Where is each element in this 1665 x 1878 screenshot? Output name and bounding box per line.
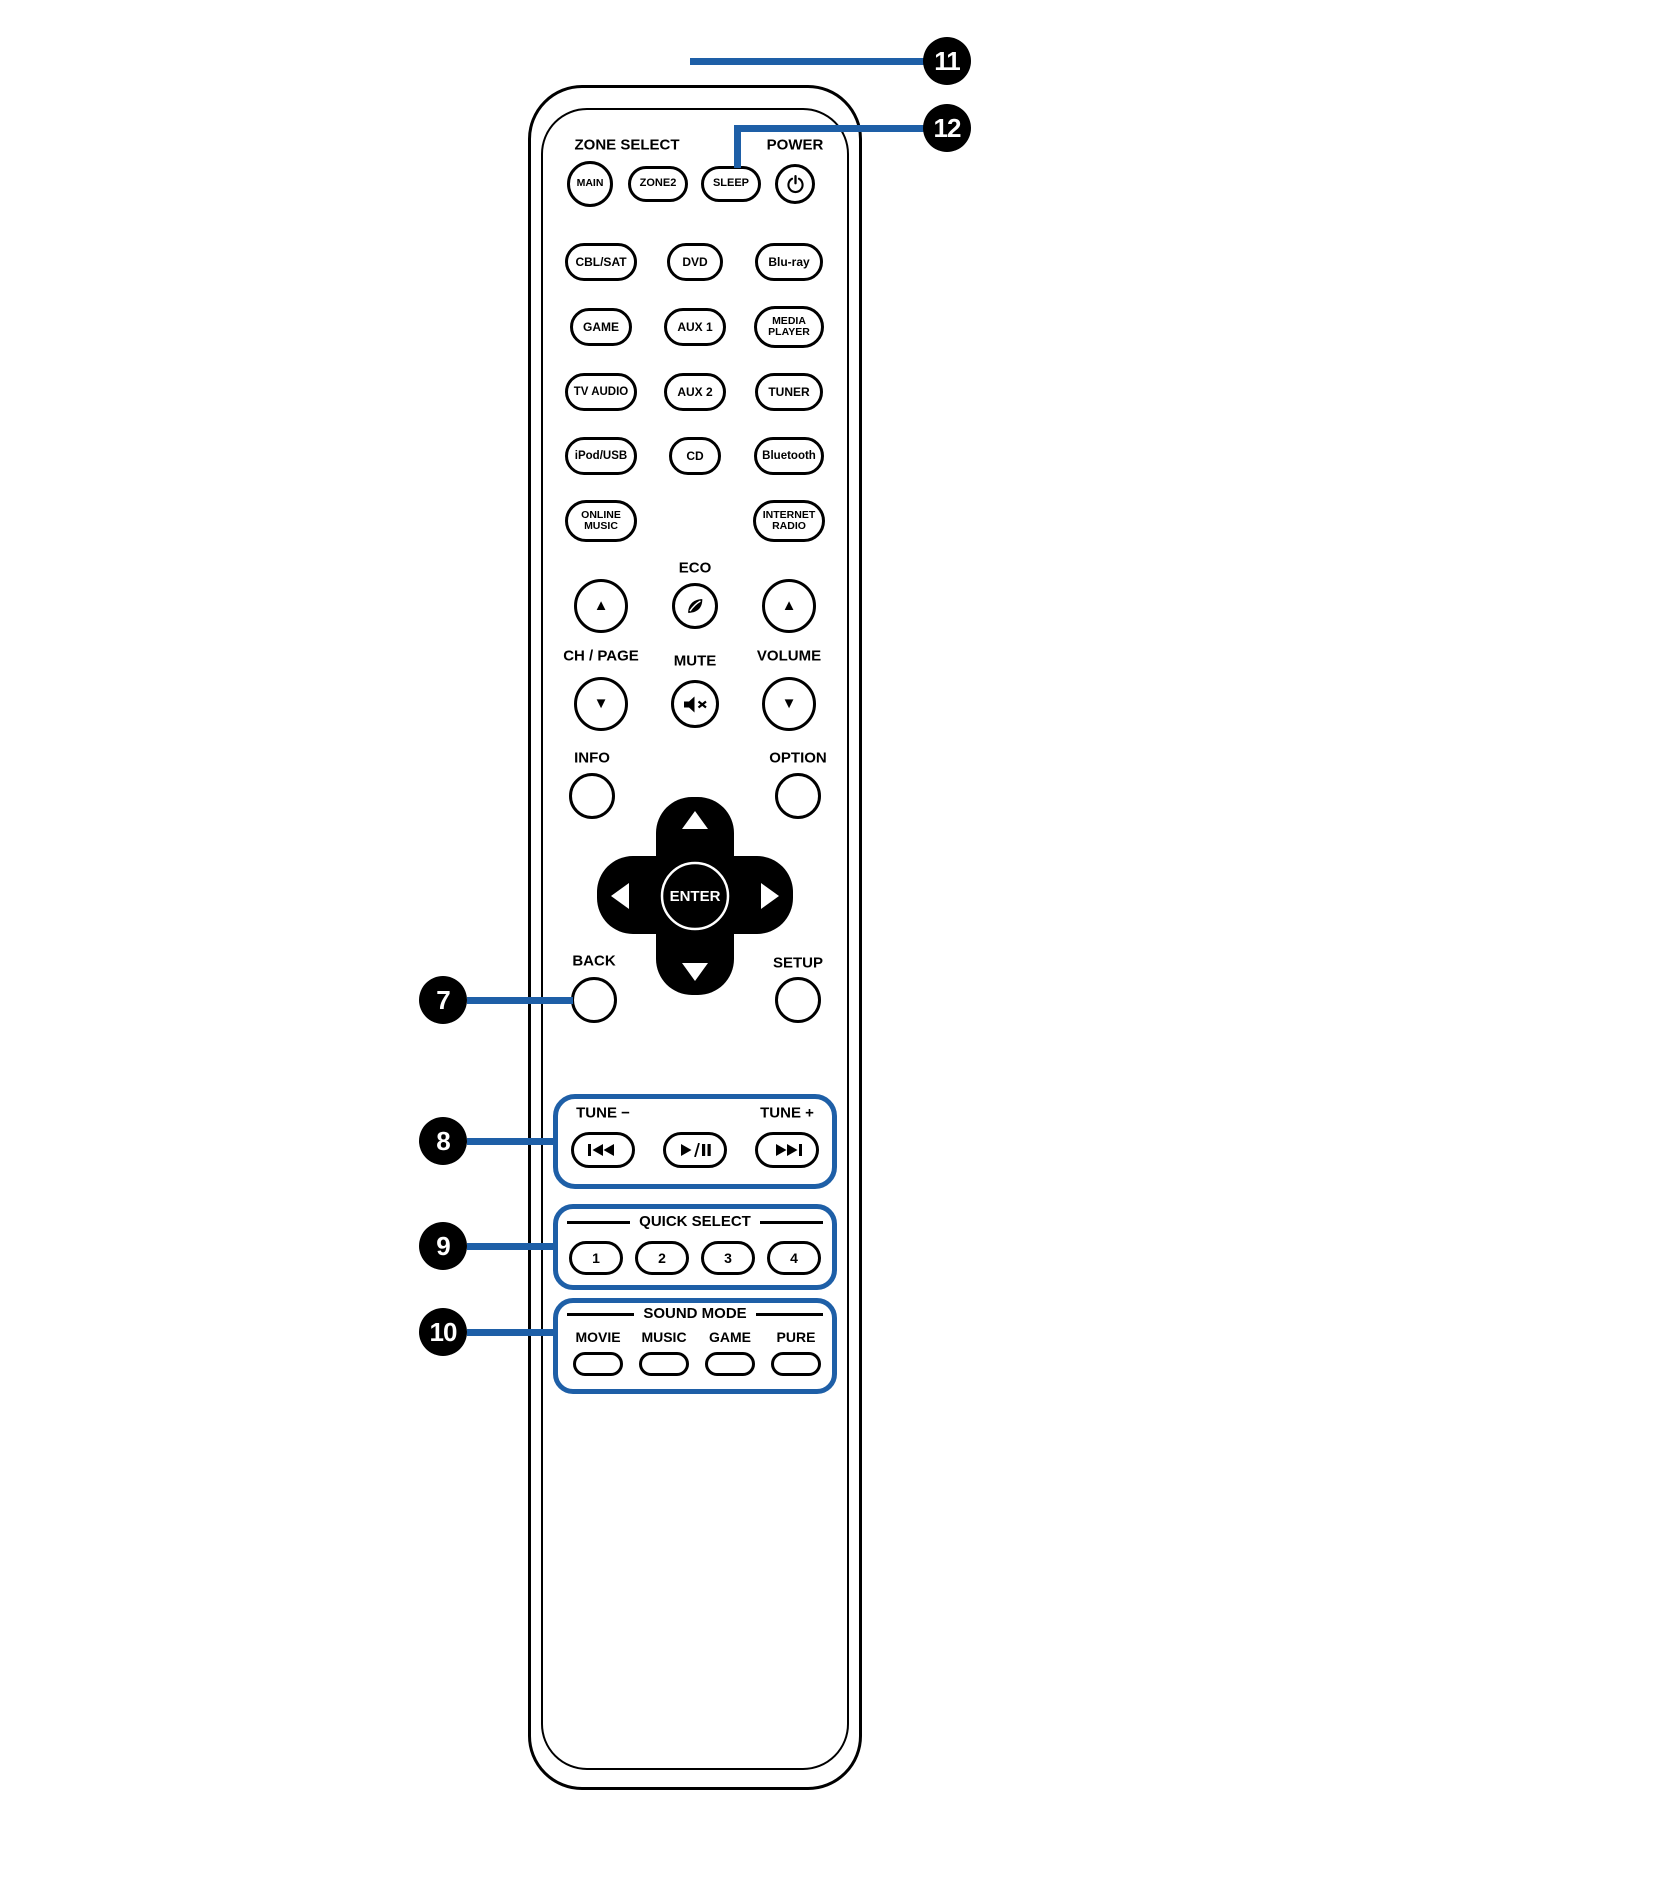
eco-label: ECO (678, 559, 712, 577)
media-player-button[interactable]: MEDIA PLAYER (754, 306, 824, 348)
quick-select-group-box (553, 1204, 837, 1290)
eco-leaf-icon (688, 599, 703, 613)
music-button[interactable] (639, 1352, 689, 1376)
tune-plus-label: TUNE + (760, 1104, 814, 1122)
quick-select-3-button[interactable]: 3 (701, 1241, 755, 1275)
info-button[interactable] (569, 773, 615, 819)
ch-page-up-button[interactable]: ▲ (574, 579, 628, 633)
callout-line-11 (690, 58, 925, 65)
option-label: OPTION (769, 749, 827, 767)
enter-label: ENTER (670, 888, 721, 905)
power-button[interactable] (775, 164, 815, 204)
pure-label: PURE (776, 1329, 816, 1345)
dvd-button[interactable]: DVD (667, 243, 723, 281)
tune-minus-label: TUNE − (576, 1104, 630, 1122)
volume-up-button[interactable]: ▲ (762, 579, 816, 633)
sleep-button[interactable]: SLEEP (701, 166, 761, 202)
ch-page-down-button[interactable]: ▼ (574, 677, 628, 731)
callout-10: 10 (419, 1308, 467, 1356)
aux2-button[interactable]: AUX 2 (664, 373, 726, 411)
power-icon (786, 174, 804, 193)
sound-mode-title: SOUND MODE (567, 1305, 823, 1323)
option-button[interactable] (775, 773, 821, 819)
back-button[interactable] (571, 977, 617, 1023)
main-zone-button[interactable]: MAIN (567, 161, 613, 207)
play-pause-button[interactable] (663, 1132, 727, 1168)
info-label: INFO (574, 749, 610, 767)
skip-back-icon (588, 1144, 614, 1156)
setup-label: SETUP (772, 954, 824, 972)
bluetooth-button[interactable]: Bluetooth (754, 437, 824, 475)
quick-select-1-button[interactable]: 1 (569, 1241, 623, 1275)
callout-line-7 (467, 997, 573, 1004)
enter-button[interactable]: ENTER (653, 854, 737, 938)
callout-line-12-drop (734, 125, 741, 168)
volume-down-button[interactable]: ▼ (762, 677, 816, 731)
title-rule-left (567, 1312, 635, 1316)
callout-9: 9 (419, 1222, 467, 1270)
mute-label: MUTE (673, 652, 717, 670)
quick-select-title: QUICK SELECT (567, 1213, 823, 1231)
mute-button[interactable] (671, 680, 719, 728)
pure-button[interactable] (771, 1352, 821, 1376)
sound-mode-group-box (553, 1298, 837, 1394)
skip-forward-icon (776, 1144, 802, 1156)
skip-forward-button[interactable] (755, 1132, 819, 1168)
sound-mode-title-label: SOUND MODE (643, 1305, 747, 1322)
back-label: BACK (572, 952, 616, 970)
quick-select-title-label: QUICK SELECT (639, 1213, 751, 1230)
callout-line-9 (467, 1243, 555, 1250)
zone2-button[interactable]: ZONE2 (628, 166, 688, 202)
callout-line-10 (467, 1329, 555, 1336)
ipod-usb-button[interactable]: iPod/USB (565, 437, 637, 475)
tuner-button[interactable]: TUNER (755, 373, 823, 411)
cursor-up-icon[interactable] (682, 811, 708, 829)
power-label: POWER (766, 136, 824, 154)
cbl-sat-button[interactable]: CBL/SAT (565, 243, 637, 281)
game-mode-button[interactable] (705, 1352, 755, 1376)
aux1-button[interactable]: AUX 1 (664, 308, 726, 346)
callout-11: 11 (923, 37, 971, 85)
title-rule-left (567, 1220, 631, 1224)
bluray-button[interactable]: Blu-ray (755, 243, 823, 281)
quick-select-2-button[interactable]: 2 (635, 1241, 689, 1275)
callout-line-12 (737, 125, 925, 132)
cursor-left-icon[interactable] (611, 883, 629, 909)
eco-button[interactable] (672, 583, 718, 629)
transport-group-box (553, 1094, 837, 1189)
internet-radio-button[interactable]: INTERNET RADIO (753, 500, 825, 542)
play-pause-icon (681, 1143, 711, 1157)
setup-button[interactable] (775, 977, 821, 1023)
callout-8: 8 (419, 1117, 467, 1165)
online-music-button[interactable]: ONLINE MUSIC (565, 500, 637, 542)
callout-7: 7 (419, 976, 467, 1024)
title-rule-right (759, 1220, 823, 1224)
cd-button[interactable]: CD (669, 437, 721, 475)
tv-audio-button[interactable]: TV AUDIO (565, 373, 637, 411)
callout-12: 12 (923, 104, 971, 152)
callout-line-8 (467, 1138, 555, 1145)
movie-button[interactable] (573, 1352, 623, 1376)
cursor-right-icon[interactable] (761, 883, 779, 909)
mute-icon (683, 696, 707, 712)
game-label: GAME (709, 1329, 751, 1345)
quick-select-4-button[interactable]: 4 (767, 1241, 821, 1275)
title-rule-right (755, 1312, 823, 1316)
zone-select-label: ZONE SELECT (574, 136, 680, 154)
cursor-down-icon[interactable] (682, 963, 708, 981)
skip-back-button[interactable] (571, 1132, 635, 1168)
music-label: MUSIC (641, 1329, 687, 1345)
movie-label: MOVIE (575, 1329, 621, 1345)
game-button[interactable]: GAME (570, 308, 632, 346)
cursor-pad[interactable]: ENTER (597, 797, 793, 995)
volume-label: VOLUME (756, 647, 822, 665)
ch-page-label: CH / PAGE (563, 647, 639, 665)
